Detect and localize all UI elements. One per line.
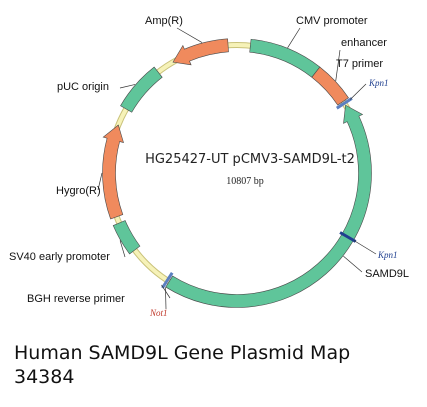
- label-sv40: SV40 early promoter: [9, 251, 110, 263]
- label-cmv-promoter: CMV promoter: [296, 15, 368, 27]
- bgh-primer-mark: [161, 271, 174, 289]
- leader-not1: [165, 287, 167, 310]
- label-kpn1-bottom: Kpn1: [377, 250, 398, 260]
- leader-hygro: [97, 172, 103, 191]
- feature-arcs: [102, 38, 372, 308]
- leader-samd9l: [343, 255, 363, 273]
- label-bgh: BGH reverse primer: [27, 293, 125, 305]
- leader-puc: [119, 84, 136, 89]
- label-samd9l: SAMD9L: [365, 268, 409, 280]
- plasmid-size: 10807 bp: [226, 176, 264, 187]
- label-not1: Not1: [149, 308, 168, 318]
- leader-amp: [176, 27, 203, 43]
- leader-enhancer: [335, 49, 341, 81]
- feature-arc-puc-origin: [120, 66, 163, 113]
- caption-id: 34384: [14, 366, 75, 388]
- restriction-sites: [161, 97, 357, 289]
- feature-arc-sv40-early-promoter: [112, 220, 141, 255]
- feature-arc-enhancer: [311, 66, 349, 106]
- leader-sv40: [119, 240, 126, 258]
- feature-arc-samd9l: [165, 104, 372, 308]
- leader-kpn1-top: [349, 83, 367, 100]
- leader-cmv: [287, 27, 301, 49]
- caption-title: Human SAMD9L Gene Plasmid Map: [14, 342, 351, 364]
- kpn1-bottom-mark: [339, 231, 357, 243]
- label-enhancer: enhancer: [341, 37, 387, 49]
- label-hygro: Hygro(R): [56, 185, 101, 197]
- label-leaders: [97, 27, 377, 310]
- label-puc-origin: pUC origin: [57, 81, 109, 93]
- label-amp: Amp(R): [145, 15, 183, 27]
- label-t7-primer: T7 primer: [336, 58, 383, 70]
- label-kpn1-top: Kpn1: [368, 78, 389, 88]
- feature-arc-amp-r: [172, 38, 229, 66]
- plasmid-name: HG25427-UT pCMV3-SAMD9L-t2: [145, 152, 355, 167]
- leader-kpn1-bottom: [353, 240, 377, 255]
- plasmid-map: HG25427-UT pCMV3-SAMD9L-t2 10807 bp Amp(…: [9, 15, 409, 318]
- feature-arc-hygro-r: [102, 124, 124, 220]
- t7-primer-mark: [335, 97, 353, 110]
- feature-arc-cmv-promoter: [249, 38, 321, 78]
